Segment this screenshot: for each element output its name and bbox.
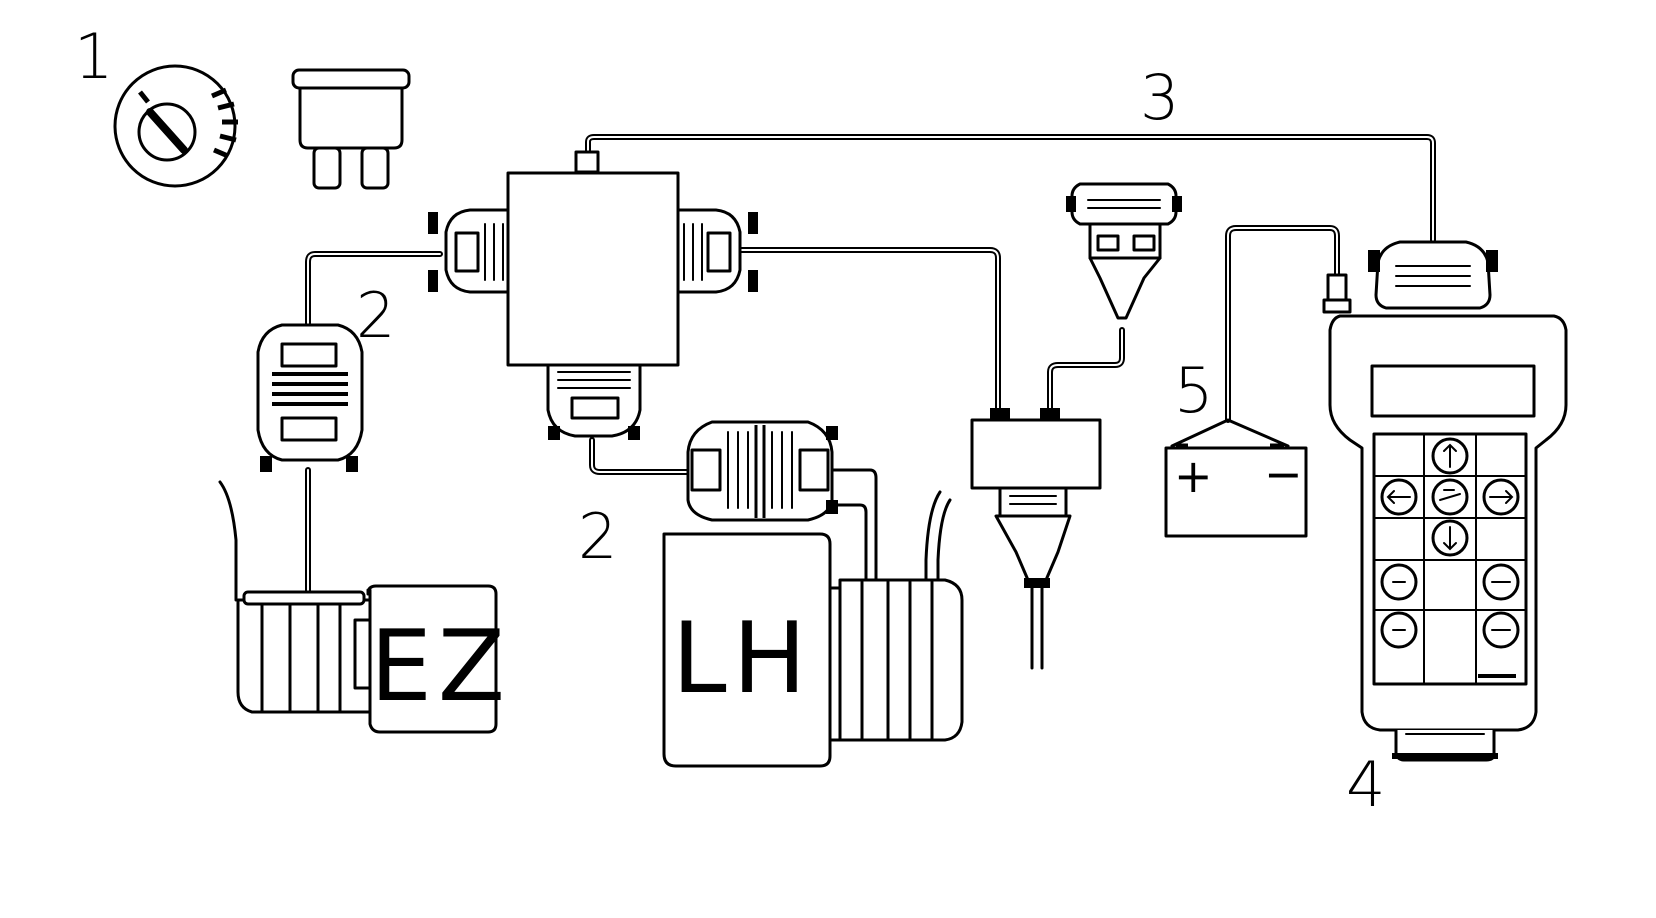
wire-probe — [1030, 578, 1044, 670]
battery: + − — [1164, 443, 1308, 538]
fuse — [291, 68, 411, 190]
callout-3: 3 — [1140, 61, 1179, 134]
callout-5: 5 — [1174, 354, 1213, 427]
wire-lh-unit — [818, 468, 878, 582]
ez-box — [366, 584, 498, 734]
tester-display — [1370, 364, 1536, 418]
ez-unit: EZ — [218, 480, 511, 734]
battery-clamps — [1170, 418, 1290, 448]
battery-plus: + — [1174, 449, 1213, 503]
ez-label: EZ — [370, 610, 511, 724]
battery-box — [1164, 446, 1308, 538]
callout-2-lower: 2 — [578, 500, 617, 573]
ignition-connector — [1066, 182, 1182, 320]
handheld-tester — [1322, 240, 1568, 762]
ez-adapter-connector — [256, 323, 364, 472]
callout-2-upper: 2 — [356, 279, 395, 352]
central-right-connector — [676, 208, 758, 294]
lh-box — [662, 532, 832, 768]
wire-bottom-lh-adapter — [589, 437, 698, 475]
callout-4: 4 — [1346, 748, 1385, 821]
callout-1: 1 — [74, 20, 113, 93]
battery-minus: − — [1264, 447, 1303, 501]
junction-adapter — [970, 408, 1102, 588]
callouts: 1 2 2 3 4 5 — [74, 20, 1385, 821]
wire-junction-ignition — [1047, 327, 1125, 418]
wires — [305, 134, 1436, 670]
lh-unit: LH — [662, 490, 964, 768]
wire-right-junction — [737, 247, 1001, 418]
ignition-switch — [113, 64, 238, 188]
junction-box — [970, 418, 1102, 490]
wire-battery-tester — [1225, 225, 1340, 423]
central-left-connector — [428, 208, 510, 294]
lh-adapter-connector — [686, 420, 838, 522]
lh-label: LH — [672, 602, 812, 716]
central-bottom-connector — [546, 363, 642, 440]
central-unit — [428, 150, 758, 440]
central-box — [506, 171, 680, 367]
